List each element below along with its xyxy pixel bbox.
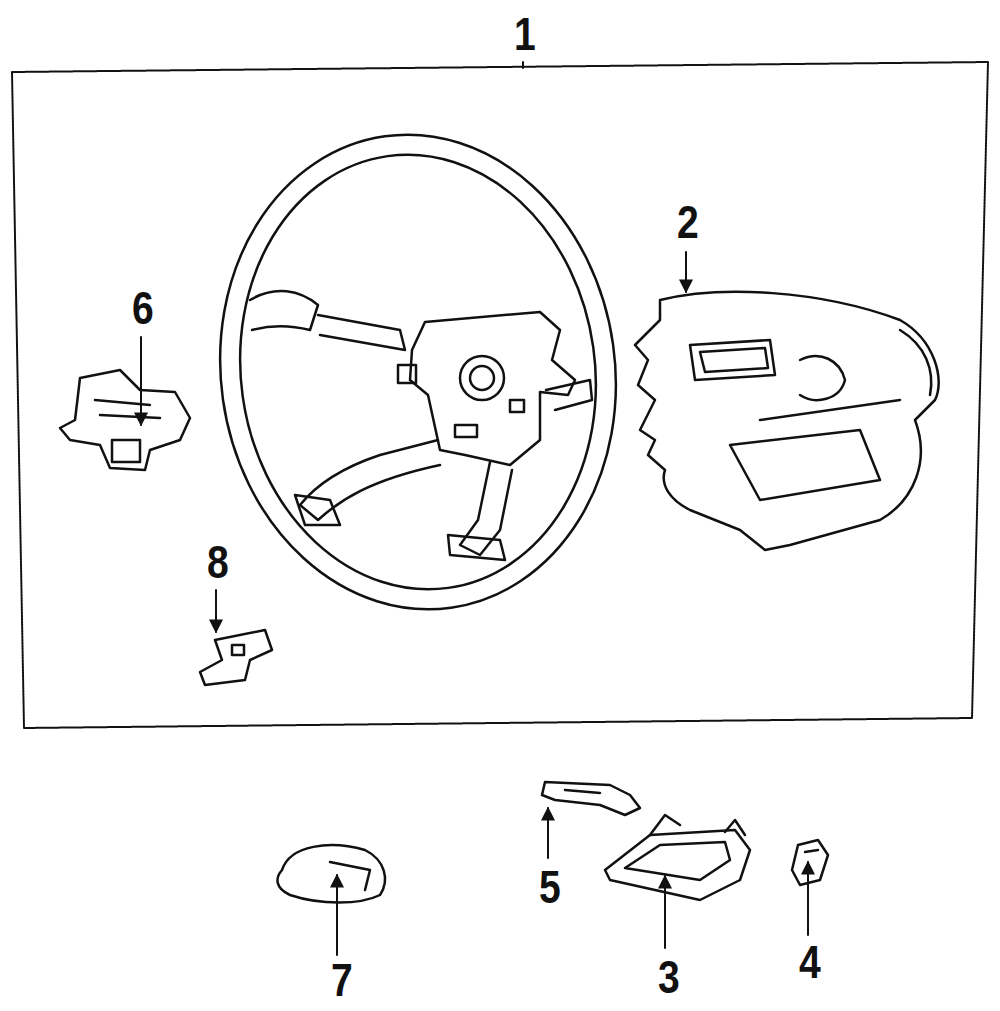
leader-arrow [215, 590, 217, 632]
callout-number: 7 [331, 957, 353, 1003]
callout-number: 6 [132, 285, 154, 331]
clip [792, 840, 828, 885]
steering-wheel [190, 109, 646, 635]
airbag-cover [635, 292, 939, 550]
callout-number: 5 [539, 864, 561, 910]
leader-arrow [547, 808, 549, 858]
callout-number: 2 [677, 199, 699, 245]
switch-part [542, 782, 640, 815]
leader-arrow [664, 876, 666, 948]
callout-number: 1 [514, 11, 536, 57]
trim-cover [277, 845, 385, 902]
callout-number: 4 [799, 939, 821, 985]
callout-number: 3 [658, 954, 680, 1000]
callout-number: 8 [207, 539, 229, 585]
leader-arrow [685, 252, 687, 292]
lower-cover [605, 815, 750, 900]
small-bracket [200, 630, 272, 685]
leader-arrow [140, 337, 142, 425]
leader-arrow [807, 862, 809, 935]
switch-bracket [60, 370, 190, 470]
leader-arrow [336, 875, 338, 955]
leader-line [522, 62, 524, 68]
assembly-box [12, 62, 988, 728]
